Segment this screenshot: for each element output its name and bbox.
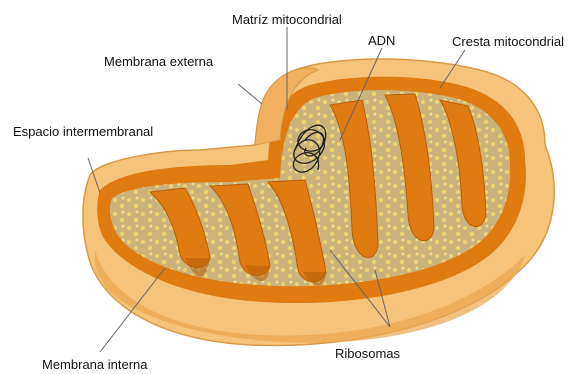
label-adn: ADN bbox=[368, 33, 395, 48]
label-membrana-interna: Membrana interna bbox=[42, 357, 148, 372]
label-cresta-mitocondrial: Cresta mitocondrial bbox=[452, 34, 564, 49]
label-membrana-externa: Membrana externa bbox=[104, 54, 214, 69]
label-matriz-mitocondrial: Matríz mitocondrial bbox=[232, 12, 342, 27]
label-ribosomas: Ribosomas bbox=[335, 346, 401, 361]
label-espacio-intermembranal: Espacio intermembranal bbox=[13, 124, 153, 139]
